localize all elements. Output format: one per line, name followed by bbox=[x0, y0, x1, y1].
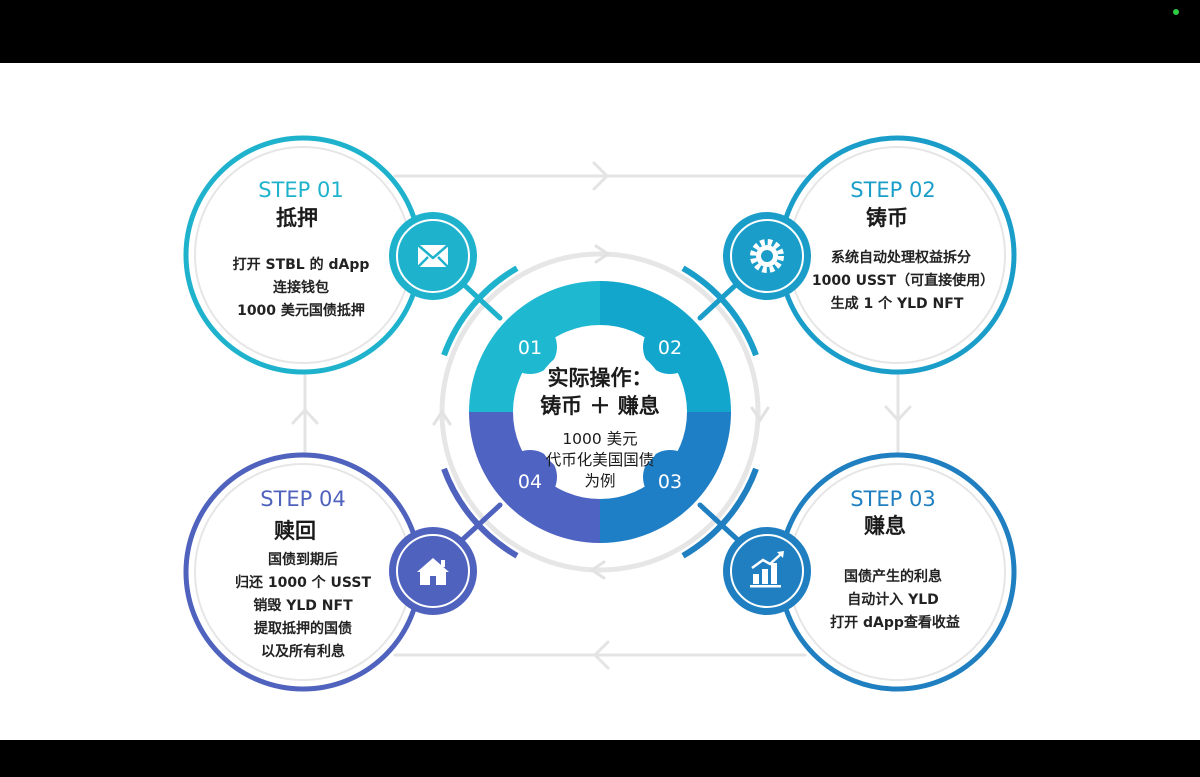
arrow-bottom bbox=[592, 640, 610, 670]
outer-connectors bbox=[291, 161, 912, 670]
center-line-3: 为例 bbox=[584, 472, 615, 490]
window-status-dot bbox=[1173, 9, 1179, 15]
arrow-top bbox=[592, 161, 610, 191]
center-ring-arrows bbox=[432, 244, 770, 580]
center-disc: 01 02 03 04 实际操作： 铸币 ＋ 赚息 1000 美元 代币化美国国… bbox=[469, 281, 731, 543]
growth-chart-icon bbox=[750, 551, 784, 588]
step-01-line-3: 1000 美元国债抵押 bbox=[237, 302, 365, 319]
step-03-card: STEP 03 赚息 国债产生的利息 自动计入 YLD 打开 dApp查看收益 bbox=[777, 452, 1017, 692]
step-04-line-3: 销毁 YLD NFT bbox=[253, 597, 353, 614]
arrow-right bbox=[884, 405, 912, 423]
step-01-title: 抵押 bbox=[276, 206, 318, 230]
center-title-line2: 铸币 ＋ 赚息 bbox=[540, 394, 660, 418]
step-03-line-2: 自动计入 YLD bbox=[847, 591, 939, 608]
step-03-line-3: 打开 dApp查看收益 bbox=[830, 614, 960, 631]
arrow-left bbox=[291, 407, 319, 425]
gear-icon bbox=[750, 239, 784, 273]
quadrant-label-03: 03 bbox=[658, 471, 682, 493]
step-01-line-1: 打开 STBL 的 dApp bbox=[233, 256, 370, 273]
step-02-icon-badge bbox=[723, 212, 811, 300]
step-01-icon-badge bbox=[389, 212, 477, 300]
step-02-line-1: 系统自动处理权益拆分 bbox=[831, 249, 971, 266]
spoke-lines bbox=[458, 279, 742, 544]
process-diagram-canvas: 01 02 03 04 实际操作： 铸币 ＋ 赚息 1000 美元 代币化美国国… bbox=[0, 63, 1200, 740]
step-02-label: STEP 02 bbox=[850, 178, 936, 202]
house-icon bbox=[417, 558, 449, 585]
step-01-label: STEP 01 bbox=[258, 178, 344, 202]
step-01-card: STEP 01 抵押 打开 STBL 的 dApp 连接钱包 1000 美元国债… bbox=[183, 135, 423, 375]
step-03-line-1: 国债产生的利息 bbox=[844, 568, 942, 585]
step-04-card: STEP 04 赎回 国债到期后 归还 1000 个 USST 销毁 YLD N… bbox=[183, 452, 423, 692]
step-03-title: 赚息 bbox=[864, 514, 906, 538]
step-03-icon-badge bbox=[723, 527, 811, 615]
step-04-line-1: 国债到期后 bbox=[268, 551, 338, 568]
quadrant-label-02: 02 bbox=[658, 337, 682, 359]
step-04-icon-badge bbox=[389, 527, 477, 615]
step-04-line-2: 归还 1000 个 USST bbox=[235, 574, 371, 591]
step-02-title: 铸币 bbox=[866, 206, 908, 230]
step-04-label: STEP 04 bbox=[260, 487, 346, 511]
step-03-label: STEP 03 bbox=[850, 487, 936, 511]
step-01-line-2: 连接钱包 bbox=[273, 279, 329, 296]
step-02-card: STEP 02 铸币 系统自动处理权益拆分 1000 USST（可直接使用） 生… bbox=[777, 135, 1017, 375]
center-accent-arcs bbox=[441, 265, 759, 559]
step-04-title: 赎回 bbox=[274, 519, 316, 543]
center-title-line1: 实际操作： bbox=[548, 366, 653, 390]
step-02-line-2: 1000 USST（可直接使用） bbox=[812, 272, 994, 289]
step-04-line-4: 提取抵押的国债 bbox=[254, 620, 352, 637]
center-line-2: 代币化美国国债 bbox=[546, 451, 655, 469]
quadrant-label-04: 04 bbox=[518, 471, 542, 493]
quadrant-label-01: 01 bbox=[518, 337, 542, 359]
step-04-line-5: 以及所有利息 bbox=[261, 643, 345, 660]
envelope-icon bbox=[417, 244, 449, 268]
step-02-line-3: 生成 1 个 YLD NFT bbox=[831, 295, 964, 312]
center-line-1: 1000 美元 bbox=[562, 430, 637, 448]
